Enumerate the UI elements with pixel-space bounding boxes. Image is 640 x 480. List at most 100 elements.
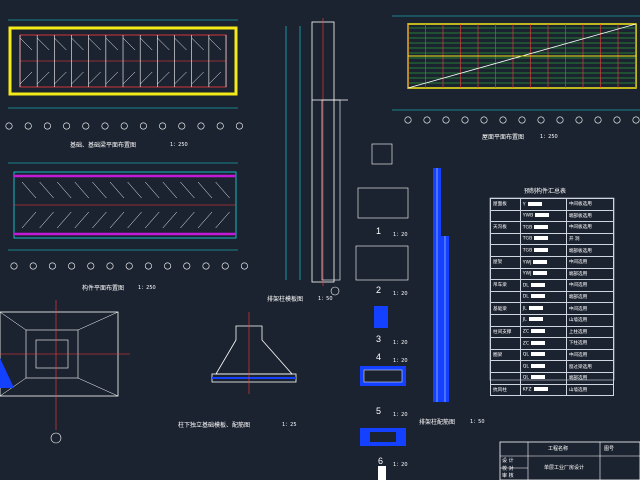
member-symbol <box>215 181 230 199</box>
footing-symbol <box>88 71 101 85</box>
axis-bubble <box>499 116 507 124</box>
member-code: Y <box>522 202 526 208</box>
section-1-number: 1 <box>376 226 382 236</box>
title-block-row-2: 校 对 <box>502 466 514 472</box>
footing-symbol <box>122 37 136 51</box>
footing-symbol <box>174 37 187 51</box>
member-symbol <box>162 211 177 229</box>
axis-bubble <box>240 262 248 270</box>
redacted-mark <box>527 201 542 206</box>
table-cell-category <box>490 244 521 257</box>
member-symbol <box>197 211 213 229</box>
table-cell-category: 圈梁 <box>490 348 521 362</box>
member-symbol <box>39 211 54 229</box>
axis-bubble <box>10 262 18 270</box>
table-cell-note: 山墙选用 <box>565 313 615 327</box>
table-cell-code: DL <box>519 279 567 292</box>
member-code: YWJ <box>522 260 532 266</box>
member-code: ZC <box>522 329 530 335</box>
table-cell-code: ZC <box>519 337 567 350</box>
table-row: ZC 下柱选用 <box>490 337 615 350</box>
redacted-mark <box>530 375 545 380</box>
column-reinforcement-title: 排架柱配筋图 <box>419 419 456 426</box>
section-2-number: 2 <box>376 285 382 295</box>
member-symbol <box>74 181 89 199</box>
axis-bubble <box>159 122 167 130</box>
axis-bubble <box>480 116 488 124</box>
redacted-mark <box>531 340 546 345</box>
member-symbol <box>57 211 72 229</box>
axis-bubble <box>632 116 640 124</box>
table-cell-note: 中间选用 <box>565 348 615 362</box>
axis-bubble <box>183 262 191 270</box>
table-cell-note: 中间板选用 <box>565 221 615 234</box>
footing-symbol <box>19 71 33 85</box>
table-cell-note: 端部板选用 <box>565 244 615 257</box>
axis-bubble <box>5 122 13 130</box>
title-block-project-label: 工程名称 <box>548 446 569 452</box>
axis-bubble <box>106 262 114 270</box>
member-symbol <box>215 211 230 229</box>
axis-bubble <box>613 116 621 124</box>
table-cell-category: 基础梁 <box>490 302 521 315</box>
axis-bubble <box>144 262 152 270</box>
member-code: QL <box>522 375 529 381</box>
member-code: TGB <box>522 236 533 242</box>
table-cell-code: YWJ <box>519 255 567 269</box>
axis-bubble <box>575 116 583 124</box>
title-block-row-1: 设 计 <box>502 458 514 464</box>
axis-bubble <box>216 122 224 130</box>
table-cell-category: 屋面板 <box>490 198 521 211</box>
table-cell-code: YWB <box>519 209 567 223</box>
column-reinforcement-scale: 1：50 <box>470 419 485 425</box>
footing-symbol <box>191 37 204 51</box>
member-plan-axis-bubbles <box>10 262 248 270</box>
axis-bubble <box>101 122 109 130</box>
footing-symbol <box>208 71 222 85</box>
axis-bubble <box>43 122 51 130</box>
table-cell-category <box>490 209 521 223</box>
axis-bubble <box>82 122 90 130</box>
table-cell-note: 下柱选用 <box>565 337 615 350</box>
redacted-mark <box>530 282 545 287</box>
section-6-scale: 1：20 <box>393 462 408 468</box>
axis-bubble <box>556 116 564 124</box>
table-cell-category <box>490 337 521 350</box>
column-formwork-title: 排架柱模板图 <box>267 296 304 303</box>
axis-bubble <box>68 262 76 270</box>
axis-bubble <box>24 122 32 130</box>
title-block: 工程名称 图号 单层工业厂房设计 设 计 校 对 审 核 <box>500 442 640 480</box>
table-cell-code: KFZ <box>519 383 567 397</box>
member-code: TGB <box>522 225 533 231</box>
table-cell-note: 端部选用 <box>565 267 615 281</box>
footing-symbol <box>71 71 84 85</box>
table-cell-code: YWJ <box>519 267 567 281</box>
member-symbol <box>145 181 160 199</box>
table-cell-note: 中间选用 <box>565 302 615 315</box>
section-3-number: 3 <box>376 334 382 344</box>
footing-symbol <box>54 71 67 85</box>
member-code: QL <box>522 364 529 370</box>
table-cell-category: 天沟板 <box>490 221 521 234</box>
member-code: ZC <box>522 341 530 347</box>
foundation-plan-title: 基础、基础梁平面布置图 <box>70 142 137 149</box>
axis-bubble <box>87 262 95 270</box>
table-cell-category <box>490 360 521 373</box>
axis-bubble <box>442 116 450 124</box>
member-code: QL <box>522 352 529 358</box>
redacted-mark <box>535 213 550 218</box>
title-block-row-3: 审 核 <box>502 473 514 479</box>
member-symbol <box>180 211 195 229</box>
table-cell-category: 柱间支撑 <box>490 325 521 339</box>
section-1-scale: 1：20 <box>393 232 408 238</box>
members-table-title: 预制构件汇总表 <box>524 188 567 195</box>
table-cell-category <box>490 232 521 246</box>
member-plan-title: 构件平面布置图 <box>82 285 125 292</box>
footing-symbol <box>208 37 222 51</box>
title-block-frame <box>499 441 640 480</box>
